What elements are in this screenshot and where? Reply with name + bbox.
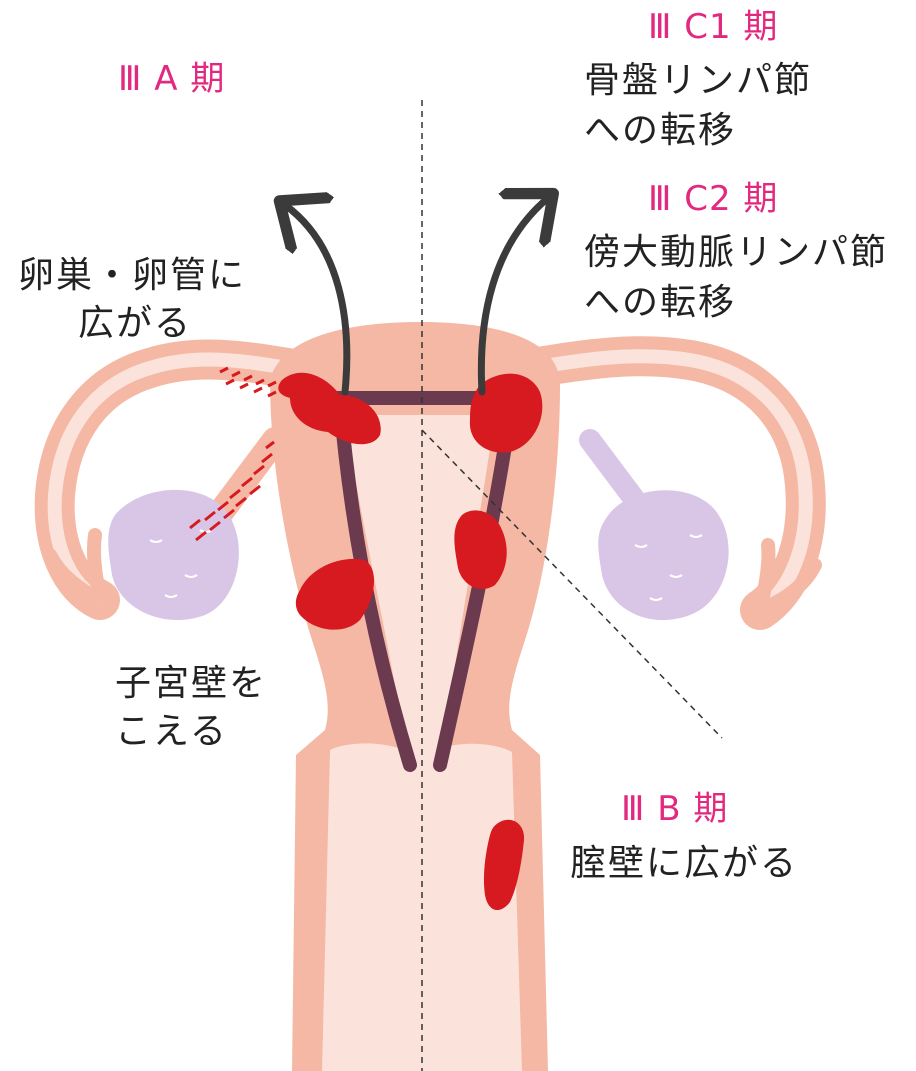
- stage-3c2-label: Ⅲ C2 期: [648, 180, 778, 219]
- stage-3a-label: Ⅲ A 期: [118, 60, 225, 99]
- stage-3b-label: Ⅲ B 期: [621, 790, 728, 829]
- stage-3a-wall-desc-line2: こえる: [115, 711, 228, 752]
- stage-3c1-label: Ⅲ C1 期: [648, 8, 778, 47]
- stage-3a-wall-desc-line1: 子宮壁を: [115, 663, 267, 704]
- stage-3c2-desc-line2: への転移: [584, 282, 736, 323]
- stage-3b-desc: 腟壁に広がる: [570, 843, 798, 884]
- right-ovary: [598, 490, 728, 620]
- stage-3a-ovary-desc-line1: 卵巣・卵管に: [18, 255, 246, 296]
- stage-3c2-desc-line1: 傍大動脈リンパ節: [584, 232, 888, 273]
- stage-3c1-desc-line2: への転移: [584, 110, 736, 151]
- stage-3c1-desc-line1: 骨盤リンパ節: [584, 60, 812, 101]
- stage-3a-ovary-desc-line2: 広がる: [78, 303, 192, 344]
